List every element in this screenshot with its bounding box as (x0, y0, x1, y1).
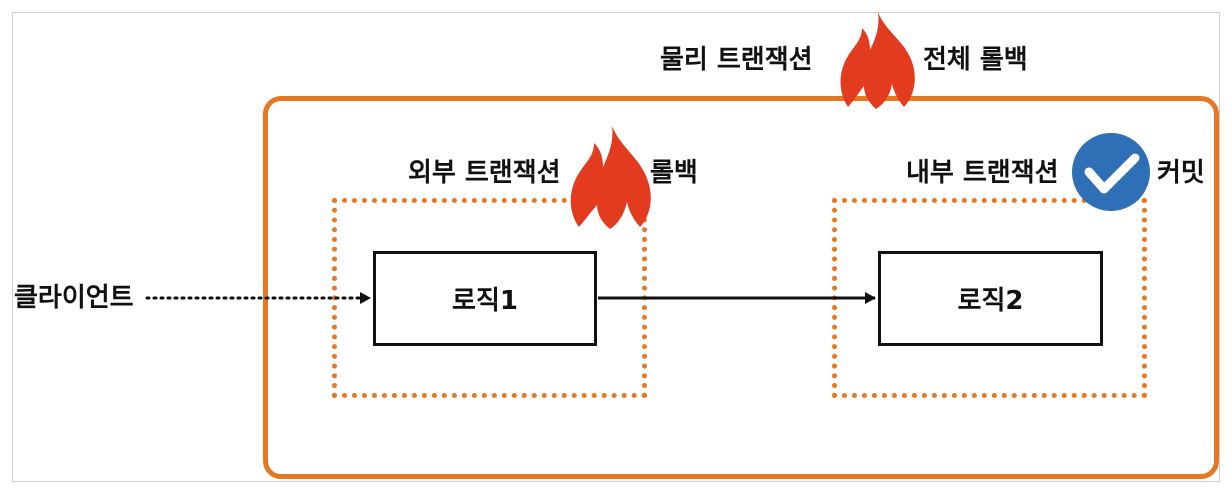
physical-transaction-box (263, 96, 1219, 479)
diagram-frame (12, 12, 1220, 482)
logic2-label: 로직2 (957, 286, 1024, 316)
client-label: 클라이언트 (14, 283, 134, 313)
outer-fire-icon (570, 126, 651, 229)
inner-commit-label: 커밋 (1157, 158, 1205, 188)
outer-rollback-label: 롤백 (650, 158, 698, 188)
check-circle-icon (1072, 133, 1150, 211)
physical-transaction-label: 물리 트랜잭션 (660, 45, 813, 75)
physical-fire-icon (840, 12, 915, 109)
logic1-label: 로직1 (452, 286, 518, 316)
inner-transaction-label: 내부 트랜잭션 (906, 158, 1059, 188)
physical-rollback-label: 전체 롤백 (923, 45, 1028, 75)
logic1-box: 로직1 (373, 251, 597, 346)
logic2-box: 로직2 (878, 251, 1103, 346)
outer-transaction-label: 외부 트랜잭션 (408, 158, 561, 188)
